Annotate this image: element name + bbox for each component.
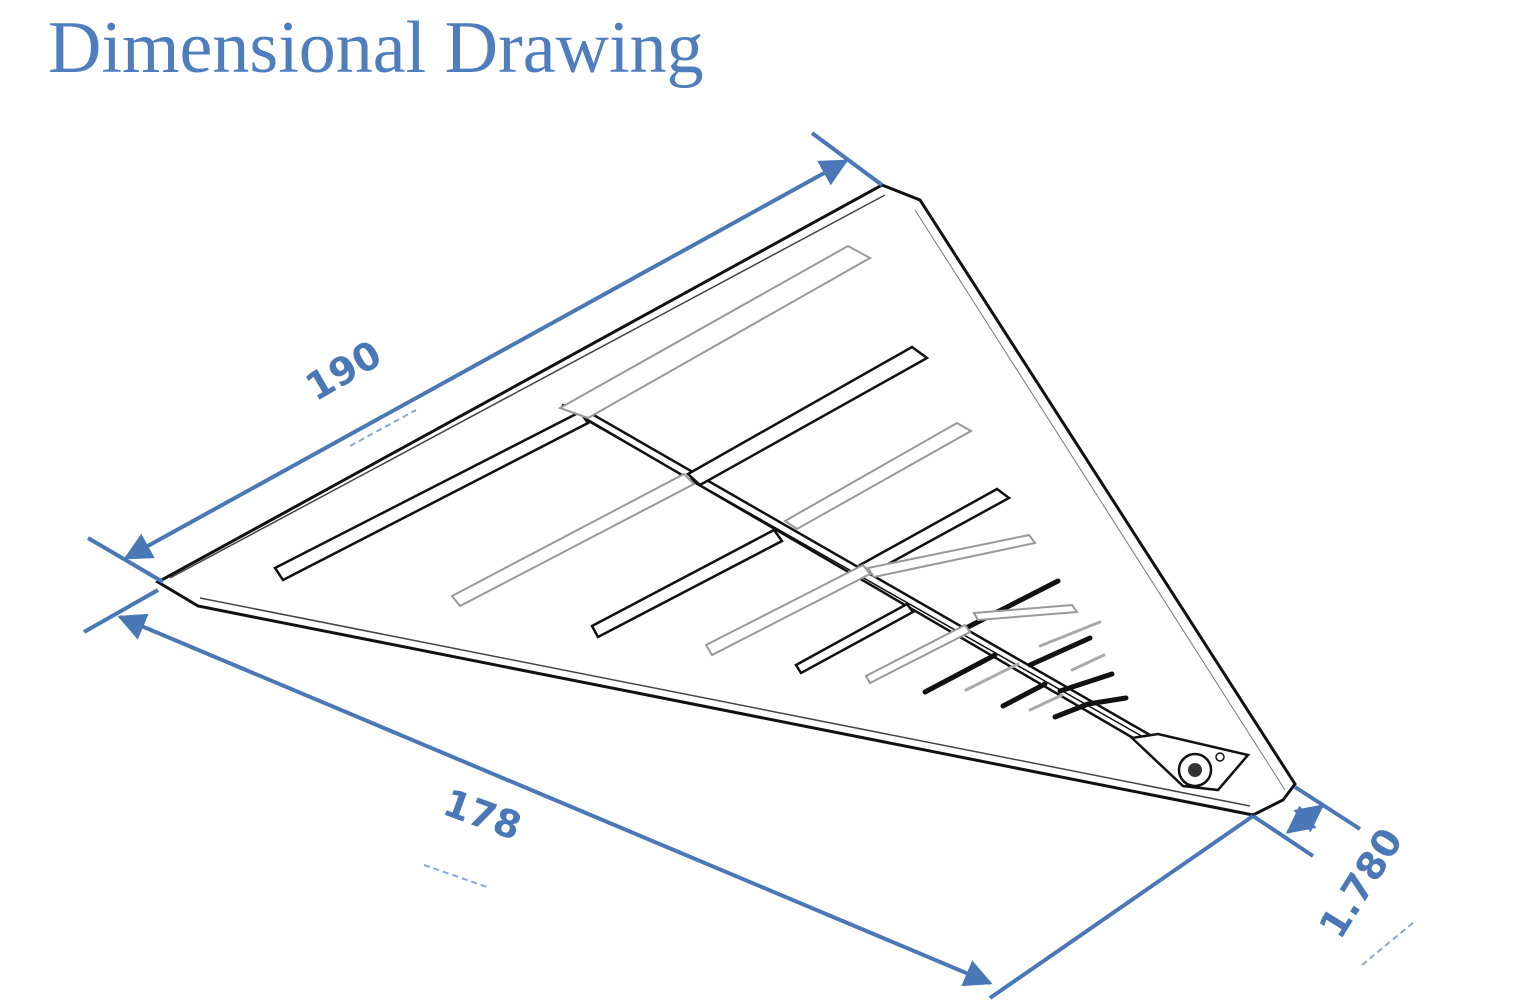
dipole-element xyxy=(1052,701,1091,720)
extension-line-left xyxy=(86,536,165,584)
dipole-element xyxy=(1070,653,1106,672)
faint-mark xyxy=(1361,921,1415,966)
dipole-element xyxy=(1027,635,1093,668)
extension-line-right xyxy=(1293,785,1362,831)
extension-line-left-lower xyxy=(83,588,159,634)
dimension-label-190: 190 xyxy=(298,332,389,410)
page-title: Dimensional Drawing xyxy=(48,7,704,89)
dipole-element xyxy=(1028,693,1064,712)
extension-line-right-lower xyxy=(1251,814,1315,858)
dimension-label-178: 178 xyxy=(438,781,528,849)
connector-pin-icon xyxy=(1188,763,1202,777)
dipole-element xyxy=(1038,620,1102,648)
extension-line-top xyxy=(810,131,884,187)
faint-mark xyxy=(423,864,491,889)
dimension-line-178 xyxy=(117,613,993,987)
board-edge-bevel-right xyxy=(914,209,1286,791)
dipole-element xyxy=(866,533,1037,579)
extension-line-bottom-right xyxy=(988,814,1255,1000)
screw-icon xyxy=(1215,752,1225,762)
dipole-element xyxy=(1000,681,1048,709)
feed-point xyxy=(1129,732,1251,792)
faint-mark xyxy=(349,409,417,447)
dipole-element xyxy=(1057,671,1115,694)
dimension-line-190 xyxy=(123,159,849,560)
dimension-label-thickness: 1.780 xyxy=(1310,820,1411,945)
dimension-line-thickness xyxy=(1285,804,1325,834)
dimension-label-faint-marks xyxy=(349,409,1415,966)
dimension-lines xyxy=(83,131,1362,1000)
dipole-element xyxy=(1085,695,1129,707)
